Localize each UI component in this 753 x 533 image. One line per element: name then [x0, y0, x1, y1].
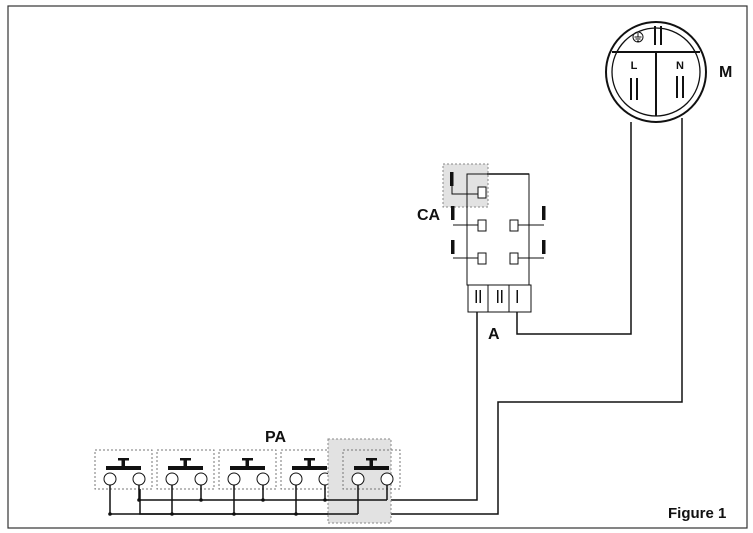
earth-ground-icon [632, 31, 644, 43]
neutral-label: N [676, 60, 684, 72]
contact-square-right-1 [509, 219, 519, 232]
push-button-icon [106, 458, 141, 470]
push-button-bus [108, 485, 388, 516]
push-button [342, 449, 401, 490]
dimmer-module [442, 163, 546, 313]
push-button-icon [168, 458, 203, 470]
live-wire [516, 122, 632, 335]
push-button [156, 449, 215, 490]
live-label: L [631, 60, 638, 72]
push-buttons-label: PA [265, 429, 286, 446]
terminal-left [103, 472, 117, 486]
socket-outlet: L N [605, 21, 707, 123]
neutral-wire [139, 118, 683, 515]
neutral-pin [676, 76, 684, 98]
live-pin [630, 78, 638, 100]
dimmer-module-label: CA [417, 207, 441, 224]
wiring [139, 118, 683, 515]
figure-caption: Figure 1 [668, 505, 726, 522]
terminal-left [165, 472, 179, 486]
terminal-right [256, 472, 270, 486]
highlighted-contact-zone [442, 163, 489, 208]
push-button-housing [342, 449, 401, 490]
push-button [218, 449, 277, 490]
terminal-block [467, 284, 532, 313]
figure-frame [7, 5, 748, 529]
terminal-left [227, 472, 241, 486]
push-button-row [94, 438, 401, 524]
terminal-right [380, 472, 394, 486]
earth-pin [654, 26, 662, 45]
terminal-block-label: A [488, 326, 500, 343]
terminal-right [194, 472, 208, 486]
contact-square-left-1 [477, 219, 487, 232]
push-button-icon [230, 458, 265, 470]
push-button [94, 449, 153, 490]
socket-label: M [719, 64, 732, 81]
terminal-left [289, 472, 303, 486]
terminal-left [351, 472, 365, 486]
contact-square-right-2 [509, 252, 519, 265]
contact-square-left-2 [477, 252, 487, 265]
push-button-icon [292, 458, 327, 470]
push-button-icon [354, 458, 389, 470]
contact-square-top [477, 186, 487, 199]
terminal-right [132, 472, 146, 486]
switched-wire [356, 312, 478, 501]
